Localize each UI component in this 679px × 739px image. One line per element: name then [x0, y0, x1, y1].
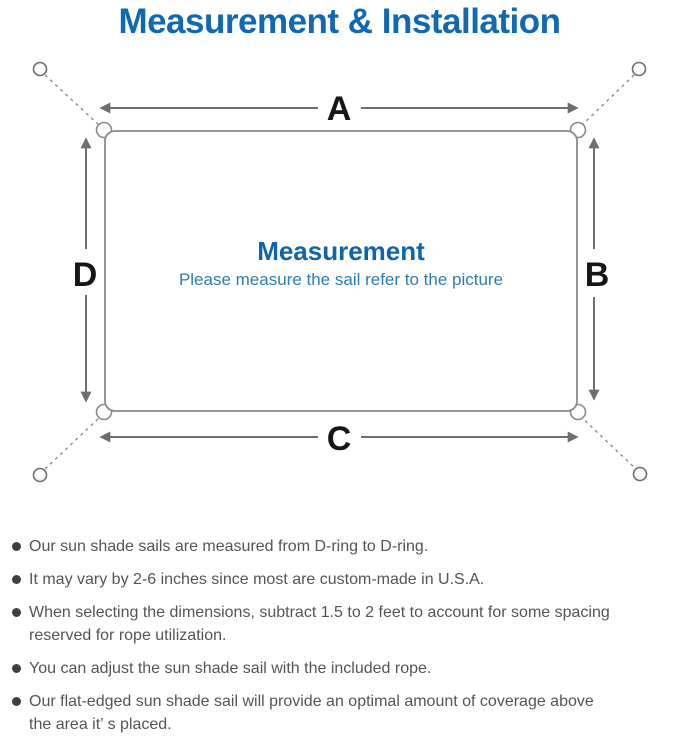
- rope-line-bottom-right: [579, 415, 636, 469]
- dimension-label-d: D: [73, 256, 98, 294]
- list-item: Our sun shade sails are measured from D-…: [12, 535, 675, 558]
- list-item: It may vary by 2-6 inches since most are…: [12, 568, 675, 591]
- diagram-heading: Measurement: [257, 236, 425, 266]
- anchor-point-icon: [32, 467, 48, 483]
- bullet-text-line: Our sun shade sails are measured from D-…: [29, 538, 429, 555]
- rope-line-bottom-left: [44, 416, 101, 470]
- anchor-point-icon: [631, 61, 647, 77]
- list-item: When selecting the dimensions, subtract …: [12, 601, 675, 647]
- rope-line-top-left: [44, 74, 101, 127]
- dimension-label-a: A: [327, 90, 352, 128]
- rope-line-top-right: [580, 74, 635, 127]
- bullet-text-line: the area it’ s placed.: [29, 716, 172, 733]
- sail-outline: [104, 130, 578, 412]
- dimension-label-c: C: [327, 420, 352, 458]
- bullet-text-line: reserved for rope utilization.: [29, 627, 227, 644]
- bullet-text-line: It may vary by 2-6 inches since most are…: [29, 571, 485, 588]
- bullet-text-line: When selecting the dimensions, subtract …: [29, 604, 610, 621]
- bullet-icon: [12, 697, 21, 706]
- anchor-point-icon: [32, 61, 48, 77]
- instruction-list: Our sun shade sails are measured from D-…: [0, 535, 679, 736]
- measurement-diagram: A B C D Measurement Please measure the s…: [32, 61, 648, 483]
- diagram-subheading: Please measure the sail refer to the pic…: [179, 270, 503, 289]
- bullet-icon: [12, 664, 21, 673]
- bullet-text-line: You can adjust the sun shade sail with t…: [29, 660, 432, 677]
- list-item: Our flat-edged sun shade sail will provi…: [12, 690, 675, 736]
- bullet-icon: [12, 542, 21, 551]
- dimension-label-b: B: [585, 256, 610, 294]
- bullet-icon: [12, 575, 21, 584]
- bullet-text-line: Our flat-edged sun shade sail will provi…: [29, 693, 594, 710]
- list-item: You can adjust the sun shade sail with t…: [12, 657, 675, 680]
- anchor-point-icon: [632, 466, 648, 482]
- page-title: Measurement & Installation: [118, 2, 561, 41]
- bullet-icon: [12, 608, 21, 617]
